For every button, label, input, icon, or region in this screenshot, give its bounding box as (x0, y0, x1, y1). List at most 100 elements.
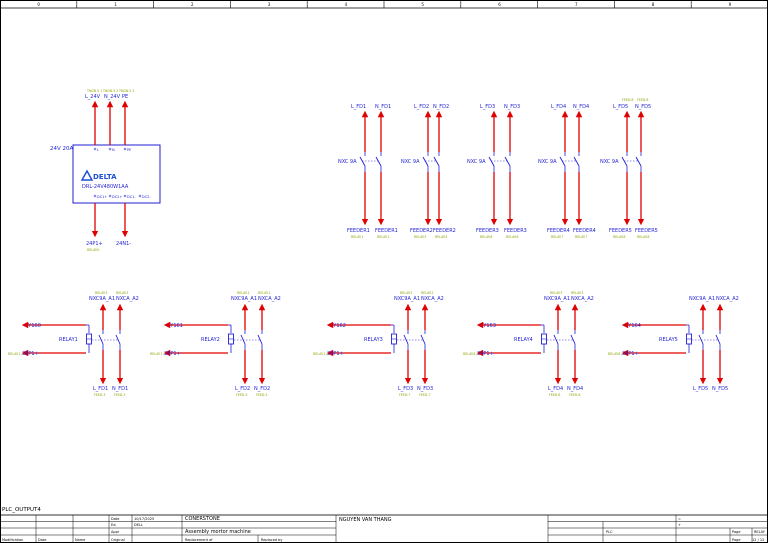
relay-supply-ref: RELAY.1 / (8, 352, 23, 356)
feeder-bottom-label-n: FEEDER1 (375, 228, 398, 234)
feeder-label-n: N_FD1 (375, 104, 391, 110)
feeder-bottom-label-n: FEEDER4 (573, 228, 596, 234)
title-block: PLC_OUTPUT4 Date 10/17/2025 Ed. DELL App… (0, 507, 768, 543)
tb-page-num: 12 / 12 (752, 538, 764, 542)
relay-contact-bottom-ref: FEED.7 (399, 393, 410, 397)
relay-contact-bottom-ref: FEED.3 (236, 393, 247, 397)
wire-label-l24v: L_24V (85, 94, 101, 100)
feeder-label-l: L_FD1 (351, 104, 366, 110)
relay-supply-ref: RELAY.1 / (313, 352, 328, 356)
relay-contact-bottom-l: L_FD1 (93, 386, 108, 392)
column-number: 4 (345, 2, 348, 7)
relay-contact-bottom-l: L_FD4 (548, 386, 563, 392)
feeder-bottom-ref: RELAY.1 (351, 235, 363, 239)
terminal-pe: PE (127, 148, 131, 152)
feeder-label-l: L_FD4 (551, 104, 566, 110)
relay-name: RELAY1 (59, 337, 78, 343)
feeder-bottom-label-n: FEEDER5 (635, 228, 658, 234)
relay-contact-bottom-n: N_FD4 (567, 386, 583, 392)
relay-output-label: : Y164 (625, 323, 641, 329)
column-number: 8 (652, 2, 655, 7)
terminal-l: L (97, 148, 99, 152)
relay-name: RELAY2 (201, 337, 220, 343)
relay-output-label: : Y160 (25, 323, 41, 329)
relay-contact-top-ref: RELAY.2 (421, 291, 433, 295)
column-number: 1 (114, 2, 117, 7)
feeder-bottom-ref: RELAY.5 (435, 235, 447, 239)
relay-contact-bottom-l: L_FD2 (235, 386, 250, 392)
relay-contact-top-n: NXCA_A2 (716, 296, 739, 302)
feeder-bottom-label-l: FEEDER5 (609, 228, 632, 234)
relay-supply-label: 24P1+ (22, 351, 39, 357)
relay-supply-label: 24P1+ (327, 351, 344, 357)
power-supply-model: DRL-24V480W1AA (82, 184, 129, 190)
feeder-bottom-label-l: FEEDER3 (476, 228, 499, 234)
relay-contact-bottom-ref: FEED.8 (549, 393, 560, 397)
tb-modification-label: Modification (2, 538, 23, 542)
column-number: 2 (191, 2, 194, 7)
feeder-bottom-ref: RELAY.6 (506, 235, 518, 239)
power-rating: 24V 20A (50, 146, 74, 152)
feeder-bottom-ref: RELAY.8 (637, 235, 649, 239)
relay-contact-top-n: NXCA_A2 (421, 296, 444, 302)
relay-contact-top-l: NXC9A_A1 (689, 296, 715, 302)
relay-contact-top-n: NXCA_A2 (258, 296, 281, 302)
wire-ref-l24v: TNGN.5 1 (86, 89, 102, 93)
feeder-contact-rating: NXC 9A (401, 159, 420, 165)
relay-contact-top-ref: RELAY.3 (95, 291, 107, 295)
tb-page-label2: Page (732, 538, 740, 542)
feeder-bottom-label-n: FEEDER3 (504, 228, 527, 234)
relay-name: RELAY5 (659, 337, 678, 343)
relay-output-label: : Y162 (330, 323, 346, 329)
feeder-label-l: L_FD2 (414, 104, 429, 110)
relay-contact-bottom-n: N_FD3 (417, 386, 433, 392)
relay-contact-top-n: NXCA_A2 (571, 296, 594, 302)
relay-contact-top-l: NXC9A_A1 (394, 296, 420, 302)
tb-name-label: Name (75, 538, 85, 542)
relay-name: RELAY3 (364, 337, 383, 343)
feeder-bottom-label-n: FEEDER2 (433, 228, 456, 234)
feeder-label-n: N_FD5 (635, 104, 651, 110)
relay-contact-bottom-n: N_FD1 (112, 386, 128, 392)
relay-supply-ref: RELAY.8 / (608, 352, 623, 356)
relay-contact-top-l: NXC9A_A1 (231, 296, 257, 302)
relay-contact-bottom-ref: FEED.3 (94, 393, 105, 397)
relay-contact-bottom-n: N_FD2 (254, 386, 270, 392)
tb-plus: + (678, 523, 681, 527)
wire-label-24p1: 24P1+ (86, 241, 103, 247)
tb-replaced-by: Replaced by (261, 538, 282, 542)
tb-eq: = (678, 517, 681, 521)
relay-contact-top-l: NXC9A_A1 (544, 296, 570, 302)
tb-ed-value: DELL (134, 523, 143, 527)
relay-name: RELAY4 (514, 337, 533, 343)
feeder-bottom-label-l: FEEDER2 (410, 228, 433, 234)
terminal-dc1n: DC1- (127, 195, 136, 199)
terminal-dc1p: DC1+ (97, 195, 107, 199)
delta-logo-text: DELTA (93, 173, 117, 181)
relay-contact-top-l: NXC9A_A1 (89, 296, 115, 302)
feeder-top-ref: FEED.8 (622, 98, 633, 102)
relay-contact-bottom-ref: FEED.8 (569, 393, 580, 397)
wire-ref-n24v: TNGN.5 2 (102, 89, 118, 93)
feeder-bottom-ref: RELAY.1 (377, 235, 389, 239)
relay-contact-bottom-l: L_FD5 (693, 386, 708, 392)
relay-contact-bottom-n: N_FD5 (712, 386, 728, 392)
feeder-bottom-label-l: FEEDER1 (347, 228, 370, 234)
feeder-label-n: N_FD4 (573, 104, 589, 110)
relay-contact-top-ref: RELAY.1 (237, 291, 249, 295)
relay-contact-top-ref: RELAY.2 (400, 291, 412, 295)
feeder-label-n: N_FD3 (504, 104, 520, 110)
feeder-contact-rating: NXC 9A (467, 159, 486, 165)
feeder-label-l: L_FD5 (613, 104, 628, 110)
relay-supply-ref: RELAY.1 / (150, 352, 165, 356)
